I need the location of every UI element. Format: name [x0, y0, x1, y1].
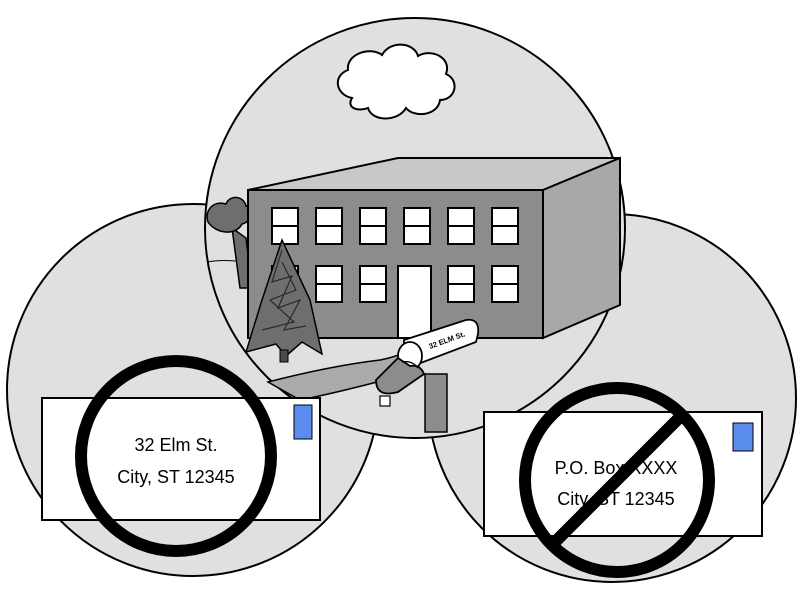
cloud-icon — [337, 43, 456, 120]
window — [447, 207, 475, 245]
stamp-icon — [732, 422, 754, 452]
window — [359, 207, 387, 245]
window — [315, 265, 343, 303]
window — [359, 265, 387, 303]
mailbox-door — [375, 356, 426, 395]
pine-tree-icon — [244, 237, 324, 363]
address-line-2: City, ST 12345 — [117, 467, 234, 487]
mailbox-icon: 32 ELM St. — [375, 318, 480, 433]
window — [403, 207, 431, 245]
address-line-2: City, ST 12345 — [557, 489, 674, 509]
envelope-invalid: P.O. Box XXXX City, ST 12345 — [483, 382, 763, 578]
address-line-1: 32 Elm St. — [134, 435, 217, 455]
prohibited-icon — [519, 382, 715, 578]
window — [315, 207, 343, 245]
building-door — [397, 265, 432, 339]
mailbox-post — [424, 373, 448, 433]
window — [491, 207, 519, 245]
address-line-1: P.O. Box XXXX — [555, 458, 678, 478]
building — [247, 156, 621, 340]
stamp-icon — [293, 404, 313, 440]
building-side — [542, 156, 621, 340]
mailbox-flag — [379, 395, 391, 407]
window — [491, 265, 519, 303]
window — [447, 265, 475, 303]
envelope-valid: 32 Elm St. City, ST 12345 — [41, 355, 321, 557]
window — [271, 207, 299, 245]
ring-icon — [75, 355, 277, 557]
